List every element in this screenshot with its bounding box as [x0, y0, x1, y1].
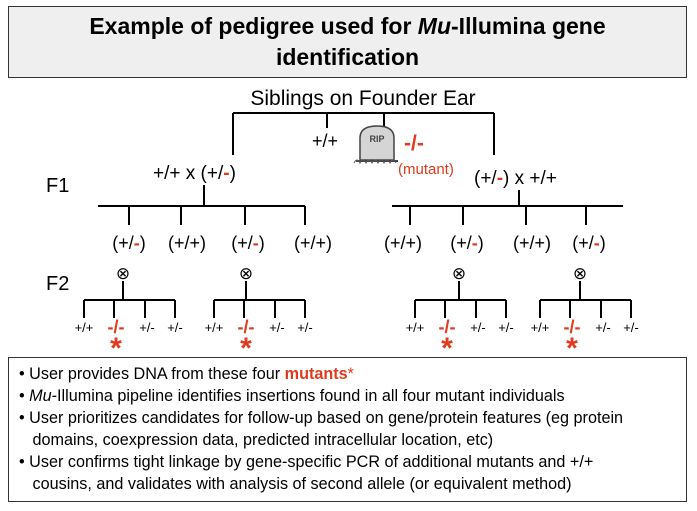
f2-genotype: +/+ [406, 320, 425, 335]
f2-genotype: +/- [297, 320, 313, 335]
note-text: User confirms tight linkage by gene-spec… [29, 453, 594, 471]
mutant-star: * [110, 332, 122, 357]
title-prefix: Example of pedigree used for [89, 13, 418, 39]
bullet: • [19, 365, 25, 383]
f2-genotype: +/- [623, 320, 639, 335]
f2-genotype: +/+ [75, 320, 94, 335]
title-line-1: Example of pedigree used for Mu-Illumina… [89, 11, 605, 42]
note-text: User provides DNA from these four [29, 365, 285, 383]
f2-genotype: +/- [167, 320, 183, 335]
f2-genotype: +/+ [205, 320, 224, 335]
f1-offspring: (+/+) [294, 233, 332, 253]
f2-genotype: +/- [470, 320, 486, 335]
mutants-star: * [347, 365, 354, 383]
pedigree-diagram: Siblings on Founder Ear +/+ RIP -/- (mut… [46, 87, 639, 357]
note-text: -Illumina pipeline identifies insertions… [51, 387, 565, 405]
f2-mutant-genotype: -/- [238, 317, 255, 337]
f2-family-4: +/+ -/- +/- +/- * [531, 317, 639, 357]
note-4: • User confirms tight linkage by gene-sp… [19, 451, 676, 473]
f2-family-3: +/+ -/- +/- +/- * [406, 317, 514, 357]
f1-offspring: (+/-) [572, 233, 606, 253]
founder-label: Siblings on Founder Ear [250, 87, 475, 110]
founder-wildtype-sibling: +/+ [312, 131, 338, 151]
title-suffix: -Illumina gene [451, 13, 606, 39]
bullet: • [19, 409, 25, 427]
f1-cross-right: (+/-) x +/+ [474, 168, 557, 189]
note-emph: Mu [29, 387, 52, 405]
bullet: • [19, 387, 25, 405]
mutant-star: * [566, 332, 578, 357]
note-text: cousins, and validates with analysis of … [32, 475, 572, 493]
f2-genotype: +/- [498, 320, 514, 335]
f1-offspring: (+/+) [384, 233, 422, 253]
mutant-star: * [240, 332, 252, 357]
title-box: Example of pedigree used for Mu-Illumina… [8, 6, 687, 78]
tombstone-text: RIP [369, 134, 384, 144]
self-cross-icon: ⊗ [239, 264, 253, 283]
f1-offspring: (+/-) [231, 233, 265, 253]
f1-offspring: (+/-) [112, 233, 146, 253]
tombstone-icon: RIP [353, 125, 398, 165]
self-cross-icon: ⊗ [573, 264, 587, 283]
f1-cross-left: +/+ x (+/-) [153, 163, 236, 184]
mutants-emphasis: mutants [284, 365, 348, 383]
founder-mutant-genotype: -/- [404, 132, 424, 155]
f2-genotype: +/- [269, 320, 285, 335]
f2-family-2: +/+ -/- +/- +/- * [205, 317, 313, 357]
f2-mutant-genotype: -/- [439, 317, 456, 337]
title-line-2: identification [275, 44, 420, 70]
note-2: • Mu-Illumina pipeline identifies insert… [19, 385, 676, 407]
note-text: User prioritizes candidates for follow-u… [29, 409, 624, 427]
f2-mutant-genotype: -/- [564, 317, 581, 337]
f1-offspring: (+/-) [450, 233, 484, 253]
f1-offspring: (+/+) [513, 233, 551, 253]
notes-box: • User provides DNA from these four muta… [8, 357, 687, 502]
note-4-cont: cousins, and validates with analysis of … [19, 473, 676, 495]
note-1: • User provides DNA from these four muta… [19, 363, 676, 385]
founder-mutant-note: (mutant) [398, 161, 454, 178]
f1-offspring: (+/+) [168, 233, 206, 253]
self-cross-icon: ⊗ [452, 264, 466, 283]
note-text: domains, coexpression data, predicted in… [32, 431, 494, 449]
f2-family-1: +/+ -/- +/- +/- * [75, 317, 183, 357]
note-3-cont: domains, coexpression data, predicted in… [19, 429, 676, 451]
pedigree-lines [83, 112, 632, 318]
f2-genotype: +/- [595, 320, 611, 335]
generation-label-f1: F1 [46, 175, 69, 197]
title-emph: Mu [417, 13, 452, 39]
f2-mutant-genotype: -/- [108, 317, 125, 337]
generation-label-f2: F2 [46, 273, 69, 295]
f2-genotype: +/+ [531, 320, 550, 335]
self-cross-icon: ⊗ [116, 264, 130, 283]
note-3: • User prioritizes candidates for follow… [19, 407, 676, 429]
bullet: • [19, 453, 25, 471]
mutant-star: * [441, 332, 453, 357]
f2-genotype: +/- [139, 320, 155, 335]
